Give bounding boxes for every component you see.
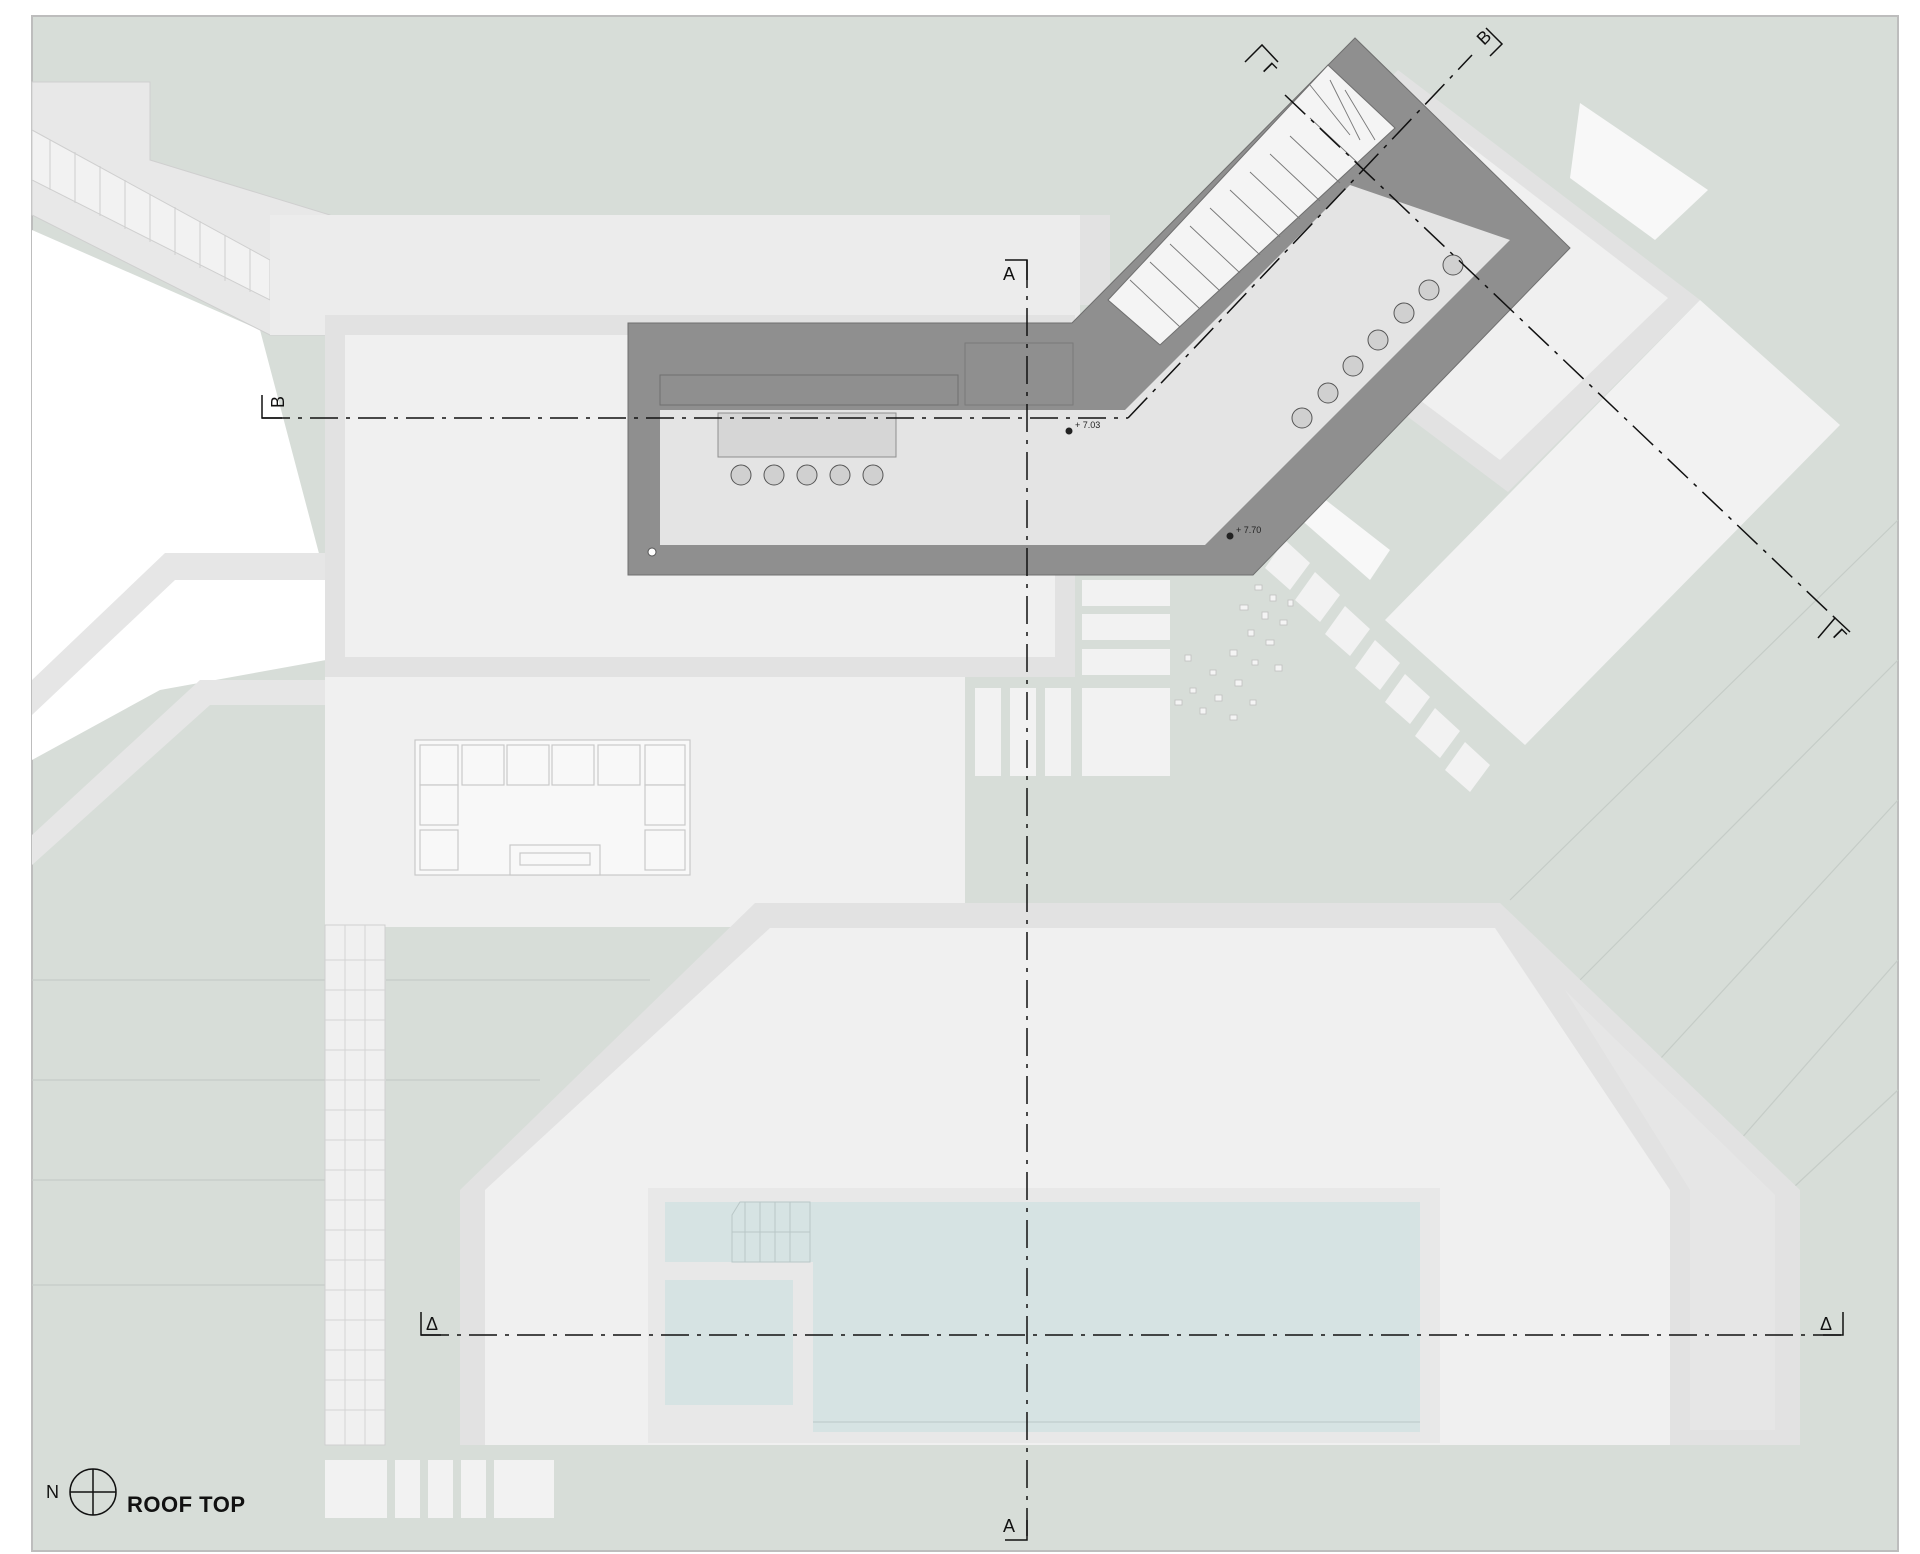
pool-steps	[731, 1201, 811, 1263]
section-delta-label-right: Δ	[1820, 1314, 1832, 1334]
retaining-wall-lower	[32, 680, 326, 865]
elevation-marker-2: + 7.70	[1226, 525, 1261, 540]
section-line-A	[1005, 259, 1028, 1541]
roof-staircase	[1107, 64, 1396, 346]
elevation-marker-1: + 7.03	[1065, 420, 1100, 435]
side-stair-grid	[325, 925, 385, 1445]
slope-lines-right	[1509, 519, 1899, 1201]
roof-staircase-treads	[1129, 79, 1376, 328]
stepping-pavers-bottom	[325, 1460, 554, 1518]
right-wing-skylight	[1570, 103, 1708, 240]
section-line-gamma	[1244, 43, 1851, 639]
retaining-wall-upper	[32, 553, 326, 715]
elevation-label-2: + 7.70	[1236, 525, 1261, 535]
north-arrow	[69, 1468, 117, 1516]
side-stair-path	[324, 924, 386, 1446]
deck-stools	[1291, 254, 1464, 429]
gravel-scatter	[1174, 584, 1294, 721]
right-wing-deck	[1385, 300, 1840, 745]
drawing-title: ROOF TOP	[127, 1492, 246, 1517]
north-letter: N	[46, 1482, 59, 1502]
section-line-B	[261, 27, 1504, 419]
slope-lines-left	[32, 979, 650, 1286]
pool-terrace-ramp	[1565, 990, 1775, 1430]
kids-pool	[665, 1280, 793, 1405]
elevation-label-1: + 7.03	[1075, 420, 1100, 430]
section-delta-label-left: Δ	[426, 1314, 438, 1334]
section-A-label-bottom: A	[1003, 1516, 1015, 1536]
bar-counter	[717, 412, 897, 458]
roof-planter	[659, 374, 959, 406]
section-line-delta	[420, 1312, 1844, 1336]
access-stair-treads	[49, 140, 251, 292]
drain-point	[647, 547, 657, 557]
outdoor-sofa	[414, 739, 691, 876]
roof-hatch	[964, 342, 1074, 406]
section-B-label-left: B	[268, 396, 288, 408]
stepping-pavers-diagonal	[1265, 540, 1490, 792]
bar-stools	[730, 464, 884, 486]
section-A-label-top: A	[1003, 264, 1015, 284]
stepping-pavers-mid	[975, 580, 1170, 776]
